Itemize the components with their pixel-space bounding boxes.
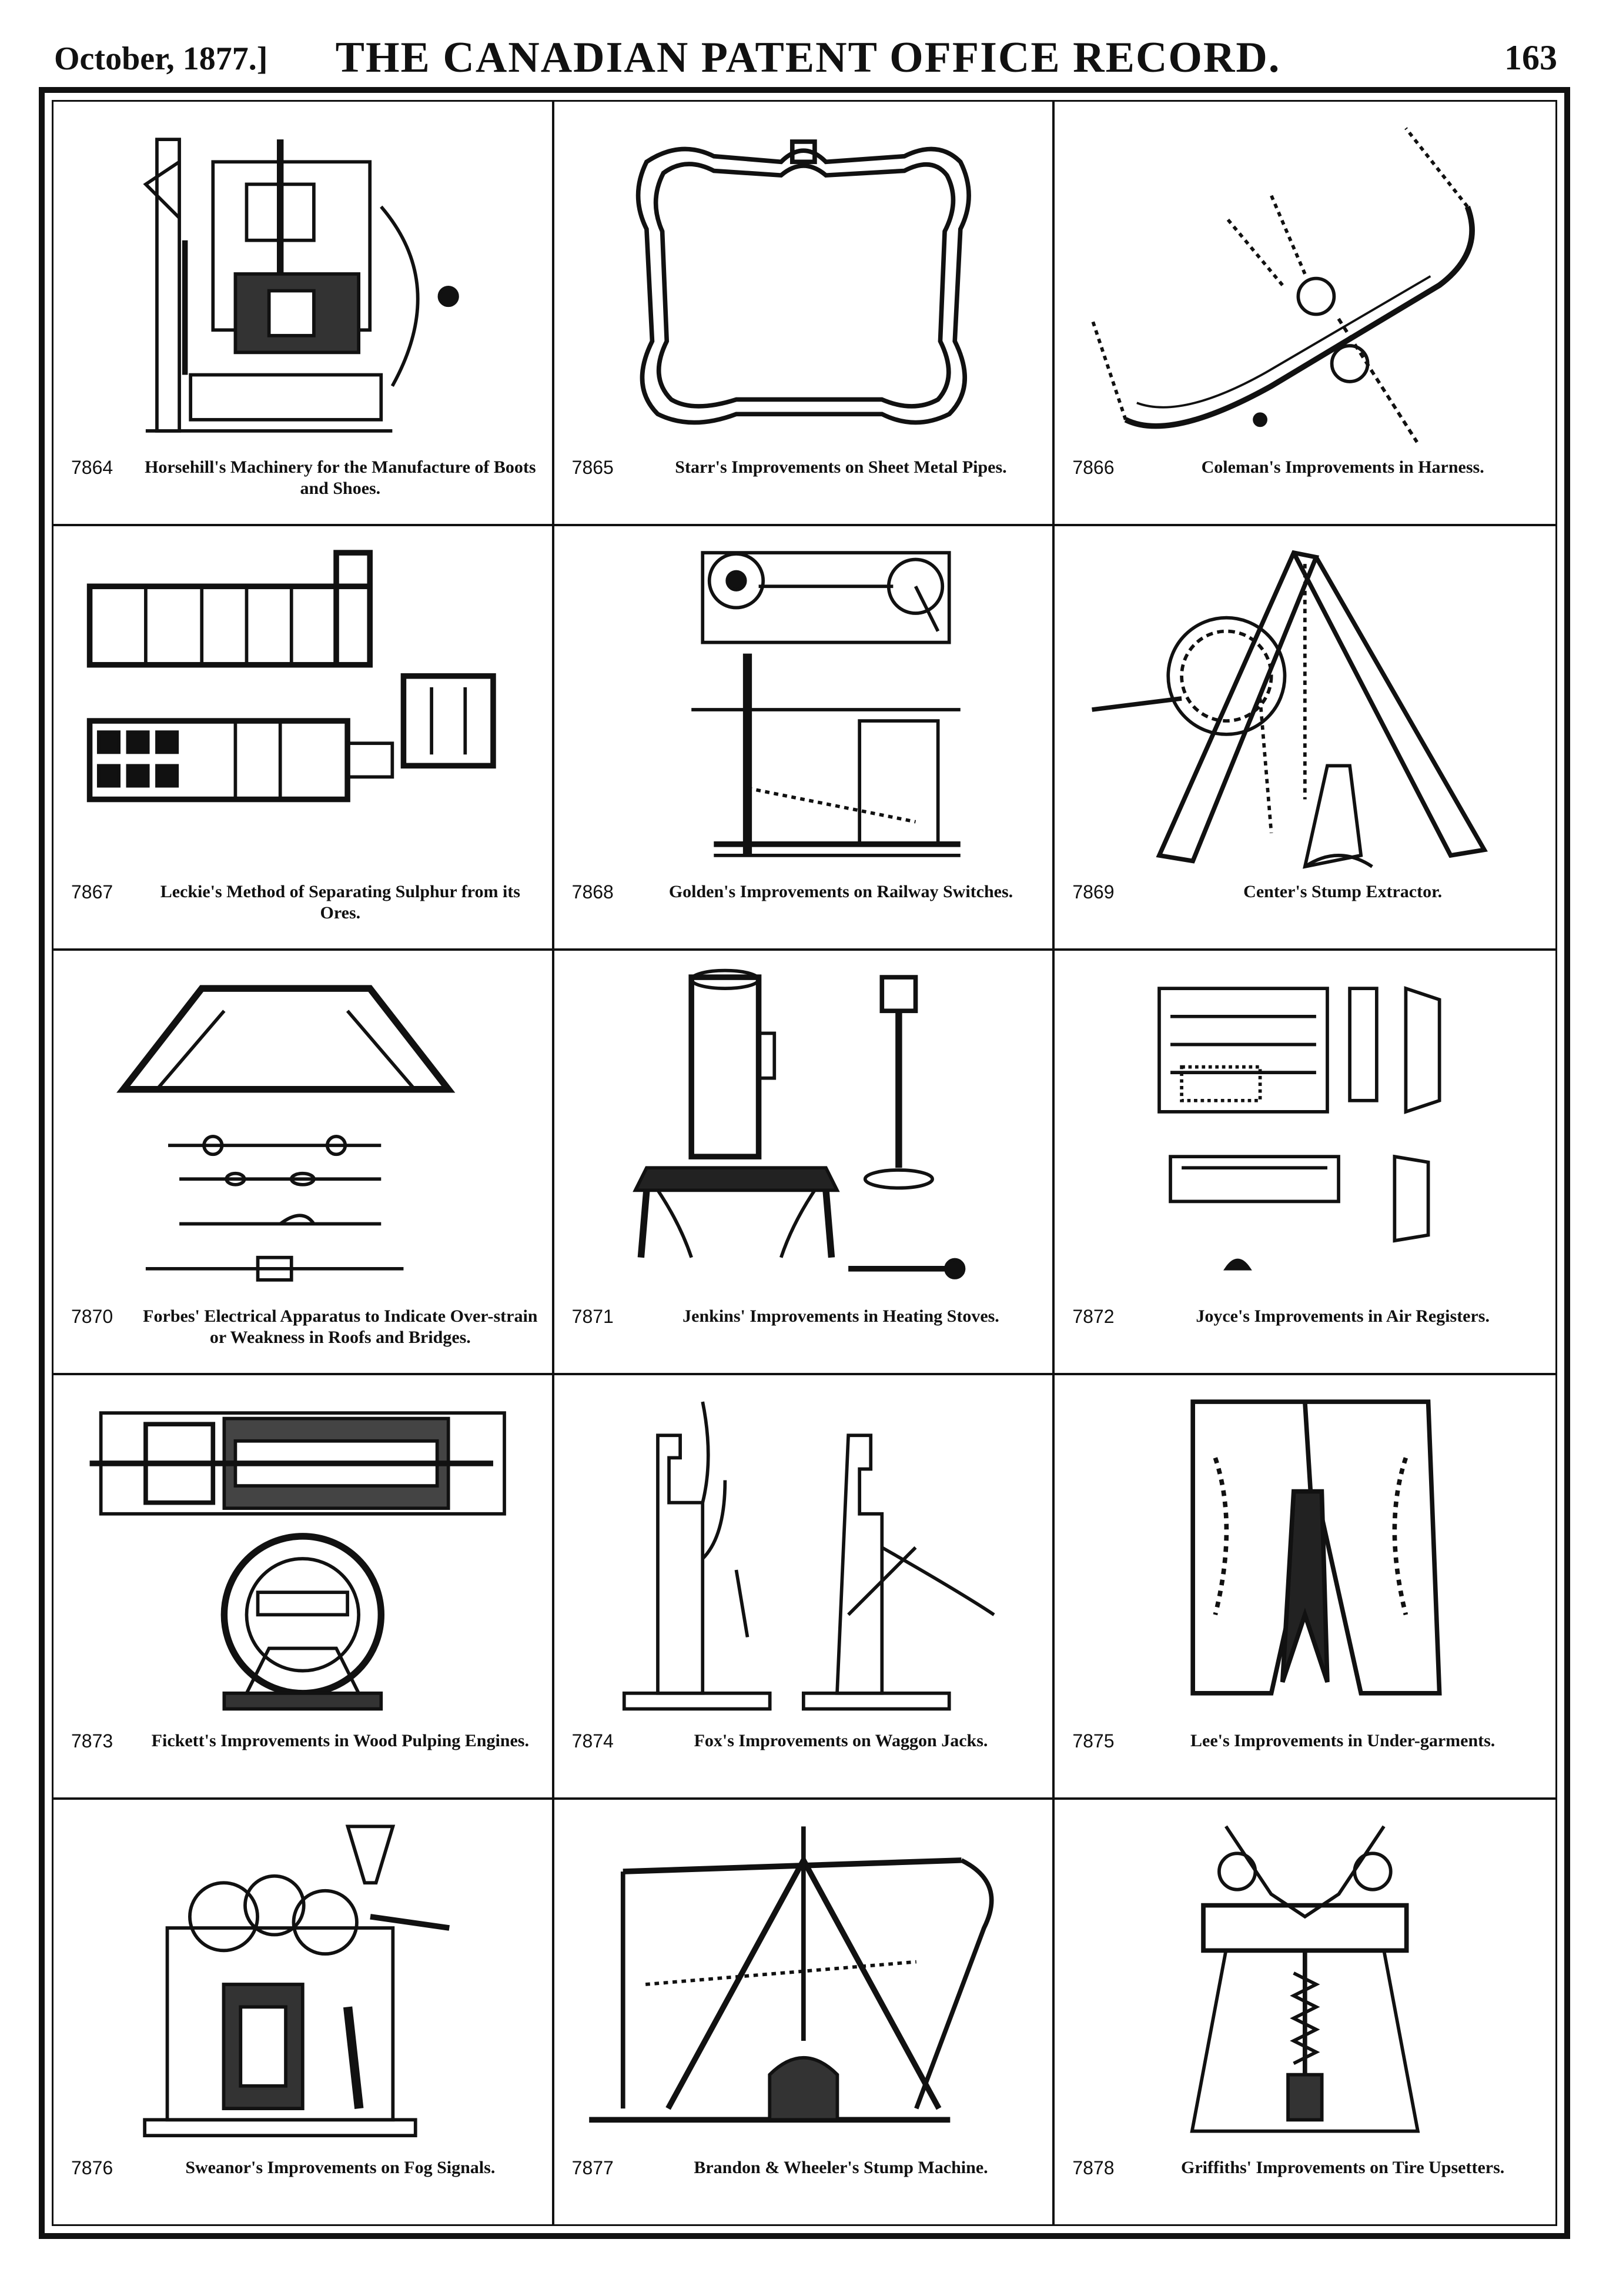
patent-number: 7869	[1072, 881, 1115, 903]
patent-title: Forbes' Electrical Apparatus to Indicate…	[143, 1306, 538, 1347]
fog-signal-icon	[77, 1815, 528, 2154]
page-header: October, 1877.] THE CANADIAN PATENT OFFI…	[0, 29, 1616, 94]
patent-caption: 7868 Golden's Improvements on Railway Sw…	[572, 879, 1041, 938]
patent-caption: 7873 Fickett's Improvements in Wood Pulp…	[71, 1728, 540, 1787]
patent-number: 7875	[1072, 1730, 1115, 1752]
patent-caption: 7871 Jenkins' Improvements in Heating St…	[572, 1304, 1041, 1362]
patent-caption: 7867 Leckie's Method of Separating Sulph…	[71, 879, 540, 938]
boot-machine-icon	[77, 117, 528, 453]
patent-cell: 7870 Forbes' Electrical Apparatus to Ind…	[53, 951, 554, 1375]
patent-title: Leckie's Method of Separating Sulphur fr…	[160, 882, 520, 923]
furnace-plan-icon	[77, 542, 528, 878]
stump-extractor-icon	[1078, 542, 1532, 878]
patent-title: Fickett's Improvements in Wood Pulping E…	[151, 1731, 529, 1750]
patent-caption: 7864 Horsehill's Machinery for the Manuf…	[71, 454, 540, 513]
patent-number: 7871	[571, 1306, 614, 1327]
patent-caption: 7874 Fox's Improvements on Waggon Jacks.	[572, 1728, 1041, 1787]
patent-number: 7870	[71, 1306, 113, 1327]
patent-cell: 7869 Center's Stump Extractor.	[1055, 526, 1555, 951]
patent-cell: 7875 Lee's Improvements in Under-garment…	[1055, 1375, 1555, 1800]
patent-cell: 7872 Joyce's Improvements in Air Registe…	[1055, 951, 1555, 1375]
air-register-icon	[1078, 966, 1532, 1302]
plate-frame: 7864 Horsehill's Machinery for the Manuf…	[39, 87, 1570, 2239]
issue-date: October, 1877.]	[54, 41, 268, 77]
patent-cell: 7878 Griffiths' Improvements on Tire Ups…	[1055, 1800, 1555, 2224]
patent-number: 7867	[71, 881, 113, 903]
patent-caption: 7872 Joyce's Improvements in Air Registe…	[1072, 1304, 1544, 1362]
patent-title: Griffiths' Improvements on Tire Upsetter…	[1181, 2158, 1505, 2177]
patent-caption: 7866 Coleman's Improvements in Harness.	[1072, 454, 1544, 513]
patent-title: Horsehill's Machinery for the Manufactur…	[145, 457, 536, 498]
patent-cell: 7865 Starr's Improvements on Sheet Metal…	[554, 102, 1055, 526]
metal-pipe-icon	[578, 117, 1029, 453]
patent-cell: 7876 Sweanor's Improvements on Fog Signa…	[53, 1800, 554, 2224]
patent-number: 7865	[571, 457, 614, 478]
patent-caption: 7878 Griffiths' Improvements on Tire Ups…	[1072, 2155, 1544, 2214]
tire-upsetter-icon	[1078, 1815, 1532, 2154]
patent-caption: 7869 Center's Stump Extractor.	[1072, 879, 1544, 938]
patent-number: 7864	[71, 457, 113, 478]
patent-title: Brandon & Wheeler's Stump Machine.	[694, 2158, 988, 2177]
patent-grid: 7864 Horsehill's Machinery for the Manuf…	[53, 102, 1555, 2224]
patent-number: 7868	[571, 881, 614, 903]
patent-caption: 7876 Sweanor's Improvements on Fog Signa…	[71, 2155, 540, 2214]
under-garment-icon	[1078, 1391, 1532, 1727]
patent-title: Joyce's Improvements in Air Registers.	[1196, 1306, 1490, 1326]
patent-title: Center's Stump Extractor.	[1243, 882, 1443, 901]
patent-title: Fox's Improvements on Waggon Jacks.	[694, 1731, 988, 1750]
patent-title: Sweanor's Improvements on Fog Signals.	[185, 2158, 496, 2177]
patent-cell: 7874 Fox's Improvements on Waggon Jacks.	[554, 1375, 1055, 1800]
patent-cell: 7873 Fickett's Improvements in Wood Pulp…	[53, 1375, 554, 1800]
patent-cell: 7866 Coleman's Improvements in Harness.	[1055, 102, 1555, 526]
pulping-engine-icon	[77, 1391, 528, 1727]
patent-cell: 7871 Jenkins' Improvements in Heating St…	[554, 951, 1055, 1375]
patent-number: 7874	[571, 1730, 614, 1752]
plate-inner-border: 7864 Horsehill's Machinery for the Manuf…	[52, 100, 1557, 2226]
patent-title: Coleman's Improvements in Harness.	[1201, 457, 1484, 477]
patent-caption: 7877 Brandon & Wheeler's Stump Machine.	[572, 2155, 1041, 2214]
patent-number: 7872	[1072, 1306, 1115, 1327]
patent-title: Lee's Improvements in Under-garments.	[1190, 1731, 1495, 1750]
patent-cell: 7867 Leckie's Method of Separating Sulph…	[53, 526, 554, 951]
waggon-jack-icon	[578, 1391, 1029, 1727]
patent-caption: 7870 Forbes' Electrical Apparatus to Ind…	[71, 1304, 540, 1362]
patent-title: Jenkins' Improvements in Heating Stoves.	[682, 1306, 999, 1326]
railway-switch-icon	[578, 542, 1029, 878]
patent-number: 7878	[1072, 2157, 1115, 2178]
patent-number: 7877	[571, 2157, 614, 2178]
stove-icon	[578, 966, 1029, 1302]
patent-title: Golden's Improvements on Railway Switche…	[668, 882, 1013, 901]
patent-cell: 7864 Horsehill's Machinery for the Manuf…	[53, 102, 554, 526]
stump-machine-icon	[578, 1815, 1029, 2154]
patent-cell: 7868 Golden's Improvements on Railway Sw…	[554, 526, 1055, 951]
patent-cell: 7877 Brandon & Wheeler's Stump Machine.	[554, 1800, 1055, 2224]
truss-icon	[77, 966, 528, 1302]
patent-number: 7866	[1072, 457, 1115, 478]
patent-number: 7873	[71, 1730, 113, 1752]
patent-caption: 7865 Starr's Improvements on Sheet Metal…	[572, 454, 1041, 513]
harness-icon	[1078, 117, 1532, 453]
journal-title: THE CANADIAN PATENT OFFICE RECORD.	[335, 34, 1281, 82]
page-number: 163	[1504, 38, 1557, 77]
patent-caption: 7875 Lee's Improvements in Under-garment…	[1072, 1728, 1544, 1787]
patent-title: Starr's Improvements on Sheet Metal Pipe…	[675, 457, 1007, 477]
patent-number: 7876	[71, 2157, 113, 2178]
